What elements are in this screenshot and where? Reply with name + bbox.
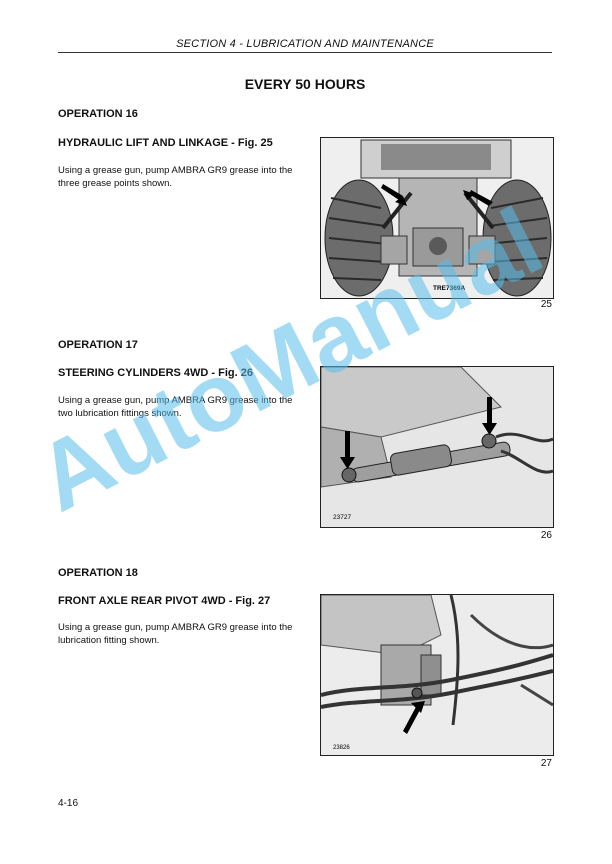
- page-number: 4-16: [58, 798, 79, 809]
- figure-26-code: 23727: [333, 514, 351, 521]
- operation-16-body: Using a grease gun, pump AMBRA GR9 greas…: [58, 165, 293, 189]
- figure-26-number: 26: [540, 530, 552, 541]
- operation-18-title: FRONT AXLE REAR PIVOT 4WD - Fig. 27: [58, 595, 271, 607]
- operation-16-label: OPERATION 16: [58, 108, 138, 120]
- figure-26-image: 23727: [320, 366, 554, 528]
- page-title: EVERY 50 HOURS: [244, 76, 366, 92]
- section-header: SECTION 4 - LUBRICATION AND MAINTENANCE: [176, 38, 434, 50]
- figure-25-number: 25: [540, 299, 552, 310]
- operation-17-label: OPERATION 17: [58, 339, 138, 351]
- header-rule: [58, 52, 552, 53]
- operation-18-body: Using a grease gun, pump AMBRA GR9 greas…: [58, 622, 293, 646]
- figure-27-image: 23826: [320, 594, 554, 756]
- figure-25-code: TRE7369A: [433, 285, 465, 292]
- figure-27-code: 23826: [333, 745, 350, 751]
- figure-25-image: TRE7369A: [320, 137, 554, 299]
- operation-17-body: Using a grease gun, pump AMBRA GR9 greas…: [58, 395, 293, 419]
- operation-18-label: OPERATION 18: [58, 567, 138, 579]
- figure-27-number: 27: [540, 758, 552, 769]
- operation-16-title: HYDRAULIC LIFT AND LINKAGE - Fig. 25: [58, 137, 273, 149]
- operation-17-title: STEERING CYLINDERS 4WD - Fig. 26: [58, 367, 253, 379]
